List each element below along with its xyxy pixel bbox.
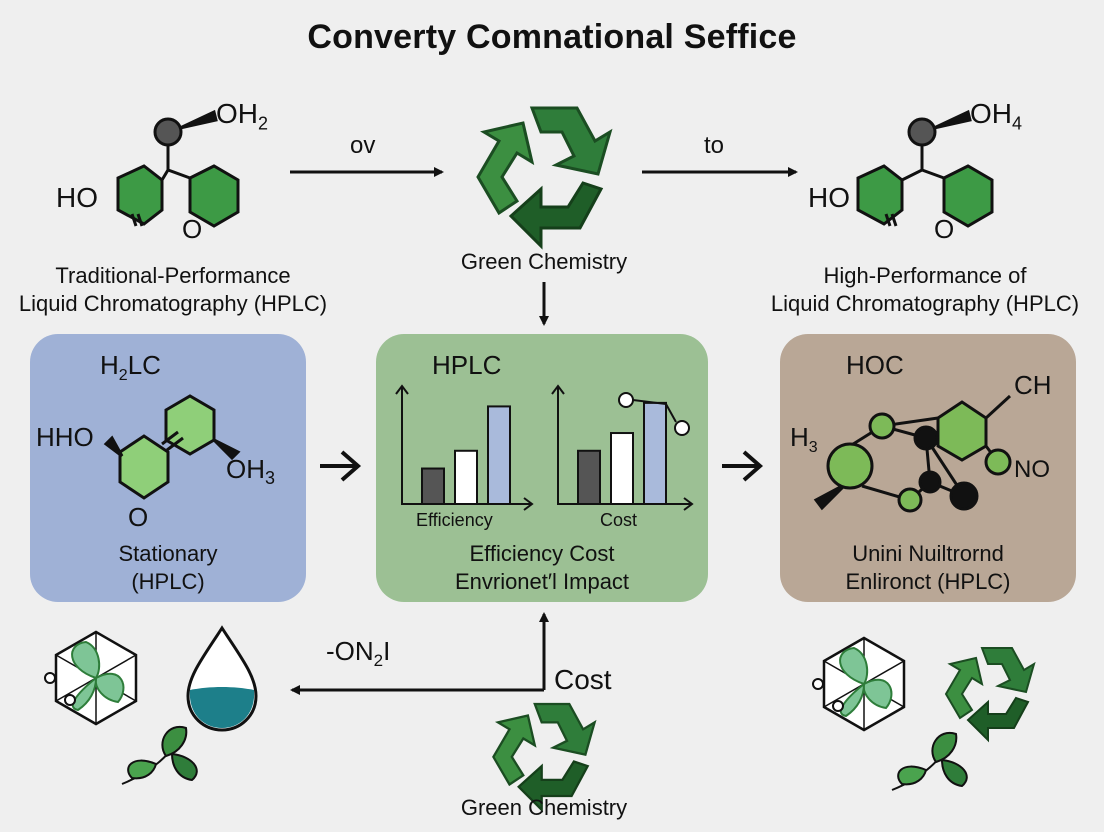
hexagon-molecule-icon-right — [812, 636, 906, 732]
top-left-o-label: O — [182, 214, 203, 244]
chart-bar — [421, 467, 445, 506]
arrow-center-to-right — [722, 450, 764, 482]
top-right-oh-label: OH4 — [970, 98, 1023, 134]
top-green-chemistry-caption: Green Chemistry — [460, 249, 628, 274]
efficiency-axis-label: Efficiency — [416, 510, 493, 530]
stationary-caption: Stationary(HPLC) — [118, 541, 218, 594]
top-left-ho-label: HO — [56, 182, 98, 213]
right-panel-h3-label: H3 — [790, 422, 818, 457]
top-arrow-left-label: ov — [350, 132, 376, 159]
chart-bar — [610, 432, 634, 505]
right-panel-no-label: NO — [1014, 456, 1050, 483]
cost-chart-pointer — [618, 392, 690, 436]
recycle-icon-top — [476, 106, 612, 248]
y-axis-arrow — [395, 384, 409, 395]
leaf-sprig-icon-right — [891, 731, 968, 791]
leaf-sprig-icon-left — [121, 725, 198, 785]
chart-bar — [487, 405, 511, 505]
y-axis-arrow — [551, 384, 565, 395]
center-panel-title: HPLC — [432, 350, 502, 380]
efficiency-bar-chart — [395, 384, 534, 511]
right-panel-ch-label: CH — [1014, 370, 1052, 400]
top-left-oh-label: OH2 — [216, 98, 269, 134]
chart-bar — [577, 449, 601, 506]
cost-bar-chart — [551, 384, 694, 511]
top-right-o-label: O — [934, 214, 955, 244]
top-arrow-right-label: to — [704, 132, 725, 159]
bottom-green-chemistry-caption: Green Chemistry — [460, 795, 628, 820]
bottom-cost-label: Cost — [554, 664, 612, 695]
x-axis-arrow — [683, 497, 694, 511]
chart-bar — [643, 401, 667, 506]
right-panel-molecule — [813, 394, 1012, 513]
recycle-icon-right — [945, 647, 1035, 741]
diagram-title: Converty Comnational Seffice — [307, 18, 797, 56]
chart-bar — [454, 449, 478, 506]
hexagon-molecule-icon-left — [44, 630, 138, 726]
arrow-left-to-center — [320, 450, 362, 482]
left-panel-hho-label: HHO — [36, 422, 94, 452]
left-panel-o-label: O — [128, 502, 149, 532]
cost-axis-label: Cost — [600, 510, 638, 530]
left-panel-oh-label: OH3 — [226, 454, 276, 489]
bottom-left-arrow-label: -ON2I — [326, 636, 391, 671]
x-axis-arrow — [523, 497, 534, 511]
top-right-molecule — [856, 109, 994, 228]
top-left-molecule — [116, 109, 240, 228]
left-panel-molecule — [103, 394, 241, 500]
left-panel-title: H2LC — [100, 350, 161, 385]
right-panel-title: HOC — [846, 350, 904, 380]
top-right-ho-label: HO — [808, 182, 850, 213]
water-drop-icon — [186, 625, 258, 732]
